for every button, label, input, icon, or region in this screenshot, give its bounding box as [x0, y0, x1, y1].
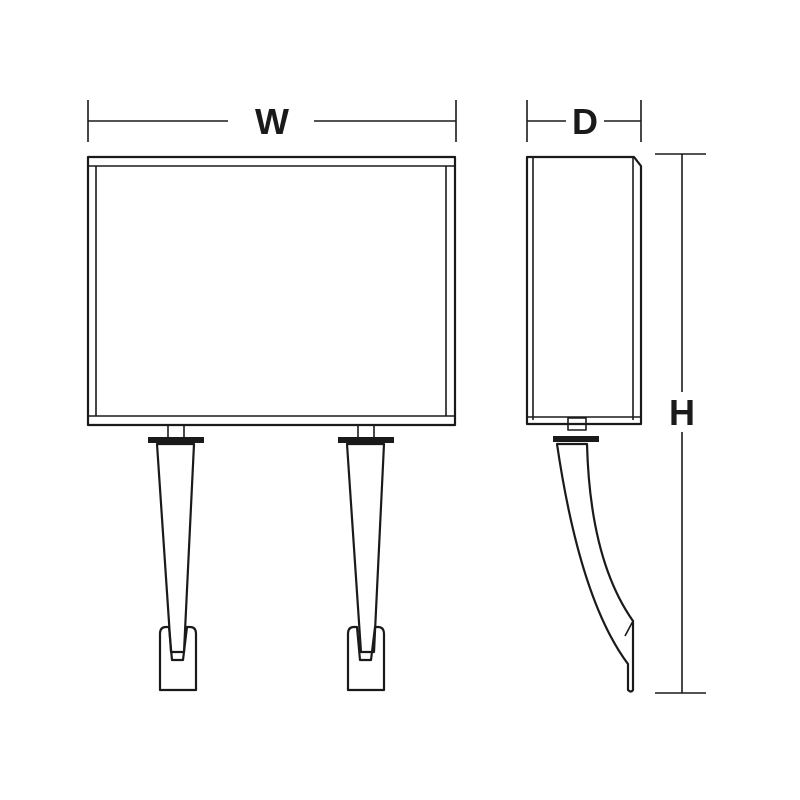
front-left-stake	[148, 424, 204, 692]
right-stake-collar	[338, 437, 394, 443]
side-curved-stake	[555, 442, 635, 693]
height-label: H	[669, 392, 695, 433]
depth-label: D	[572, 101, 598, 142]
left-stake-shaft	[155, 442, 196, 654]
front-right-stake	[338, 424, 394, 692]
width-dimension: W	[87, 100, 457, 142]
depth-dimension: D	[526, 100, 642, 142]
right-stake-shaft	[345, 442, 386, 654]
side-stake-tab	[624, 620, 634, 637]
right-stake-foot	[346, 625, 386, 692]
front-view	[86, 155, 457, 692]
right-stake-neck	[357, 424, 375, 439]
width-label: W	[255, 101, 289, 142]
side-mount-block	[567, 417, 587, 431]
left-stake-foot	[158, 625, 198, 692]
left-stake-collar	[148, 437, 204, 443]
side-mount-collar	[553, 436, 599, 442]
front-sign-frame	[86, 155, 457, 427]
height-dimension: H	[655, 153, 706, 694]
left-stake-neck	[167, 424, 185, 439]
side-housing	[525, 155, 643, 426]
side-view	[525, 155, 643, 693]
